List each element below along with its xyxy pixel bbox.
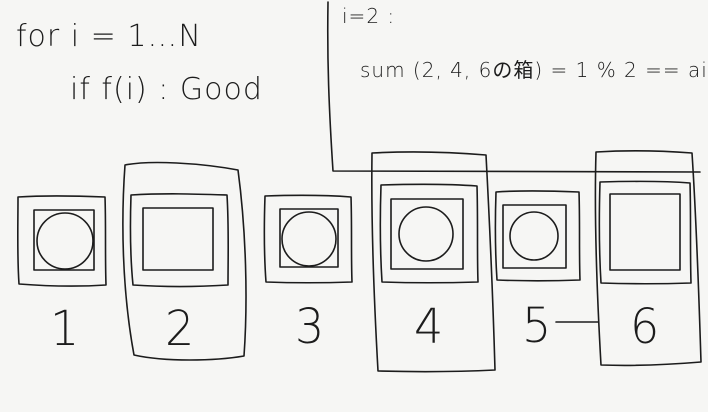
- box-4-circle-mark: [398, 206, 454, 262]
- box-2: [122, 161, 247, 361]
- box-6: [594, 150, 702, 367]
- box-6-square-mark: [609, 193, 681, 271]
- box-3: [263, 194, 353, 284]
- pseudocode-line-2: if f(i) : Good: [70, 72, 263, 107]
- box-4-label: 4: [414, 297, 444, 355]
- pseudocode-line-1: for i = 1…N: [16, 19, 202, 54]
- box-5-circle-mark: [509, 211, 559, 261]
- box-1-label: 1: [50, 299, 80, 357]
- note-expression: sum (2, 4, 6の箱) = 1 % 2 == ai: [360, 58, 708, 82]
- box-2-label: 2: [165, 299, 195, 357]
- box-3-label: 3: [295, 297, 325, 355]
- note-frame: [326, 1, 701, 173]
- box-3-circle-mark: [281, 211, 337, 267]
- box-2-square-mark: [142, 207, 214, 271]
- box-4: [371, 151, 496, 373]
- box-6-label: 6: [630, 297, 660, 355]
- box-1: [16, 195, 107, 287]
- box-5: [494, 190, 581, 282]
- box-4-enclosure: [371, 151, 496, 373]
- note-i-value: i=2 :: [342, 4, 396, 28]
- box-1-circle-mark: [36, 212, 94, 270]
- box-2-enclosure: [122, 161, 247, 361]
- box-6-enclosure: [594, 150, 702, 367]
- box-5-label: 5: [522, 296, 552, 354]
